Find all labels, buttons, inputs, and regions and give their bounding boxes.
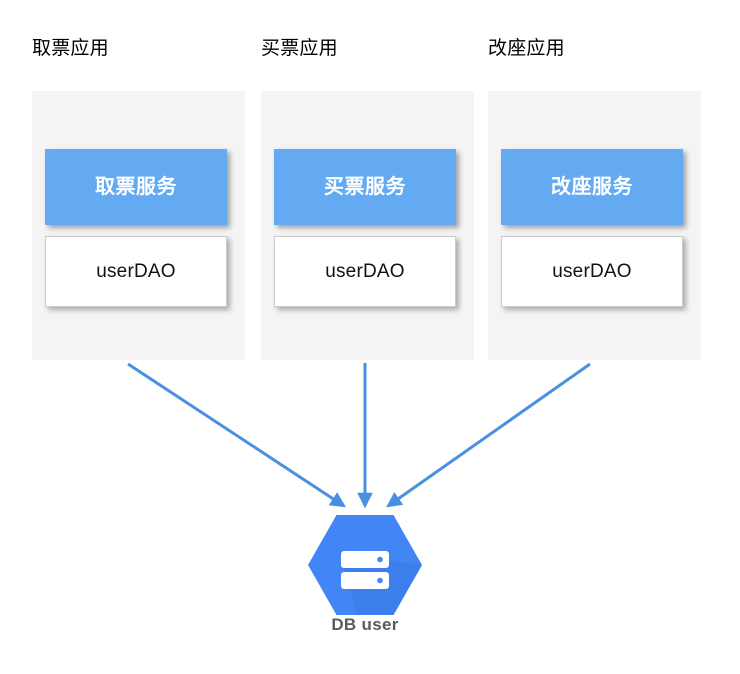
dao-box-label-0: userDAO [96, 261, 176, 282]
app-panel-1: 买票服务 userDAO [261, 91, 474, 360]
service-box-label-1: 买票服务 [324, 176, 406, 198]
database-label: DB user [331, 615, 399, 634]
dao-box-2[interactable]: userDAO [501, 236, 683, 307]
service-box-label-0: 取票服务 [95, 176, 177, 198]
app-column-2: 改座应用 改座服务 userDAO [488, 37, 701, 360]
app-column-0: 取票应用 取票服务 userDAO [32, 37, 245, 360]
column-title-2: 改座应用 [488, 38, 565, 59]
service-box-1[interactable]: 买票服务 [274, 149, 456, 225]
app-panel-2: 改座服务 userDAO [488, 91, 701, 360]
column-title-0: 取票应用 [32, 38, 109, 59]
database-drive-upper [341, 551, 389, 568]
dao-box-label-2: userDAO [552, 261, 632, 282]
dao-box-1[interactable]: userDAO [274, 236, 456, 307]
connector-arrow-2 [386, 362, 591, 508]
service-box-2[interactable]: 改座服务 [501, 149, 683, 225]
app-panel-0: 取票服务 userDAO [32, 91, 245, 360]
dao-box-0[interactable]: userDAO [45, 236, 227, 307]
column-title-1: 买票应用 [261, 38, 338, 59]
connector-arrow-0 [127, 362, 346, 508]
service-box-label-2: 改座服务 [551, 176, 633, 198]
database-drive-lower [341, 572, 389, 589]
app-column-1: 买票应用 买票服务 userDAO [261, 37, 474, 360]
dao-box-label-1: userDAO [325, 261, 405, 282]
database-hexagon-icon [308, 515, 422, 615]
database-node[interactable]: DB user [305, 513, 425, 643]
service-box-0[interactable]: 取票服务 [45, 149, 227, 225]
